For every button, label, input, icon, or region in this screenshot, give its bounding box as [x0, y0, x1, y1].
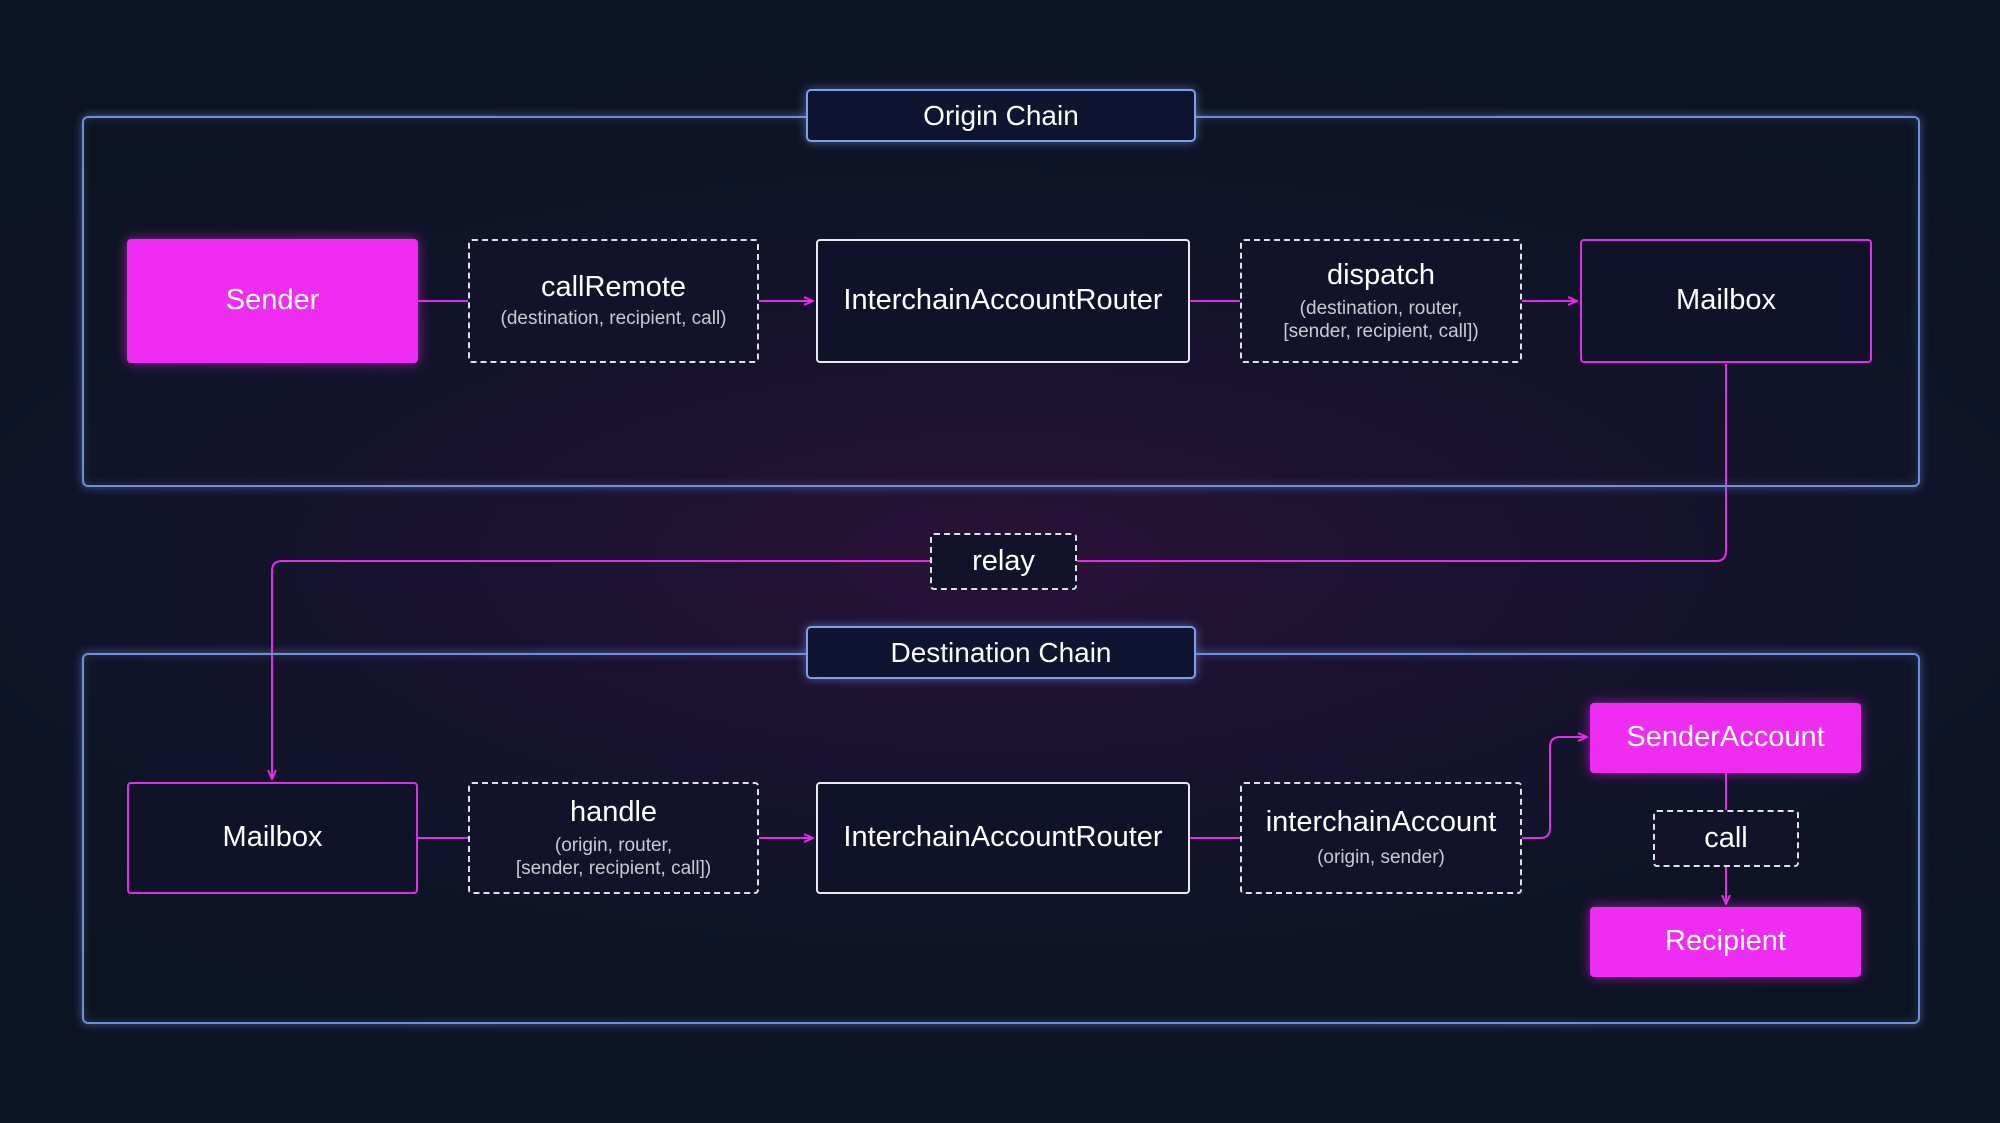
origin-router-node[interactable]: InterchainAccountRouter [816, 239, 1190, 363]
recipient-label: Recipient [1665, 925, 1786, 958]
destination-router-node[interactable]: InterchainAccountRouter [816, 782, 1190, 894]
destination-mailbox-label: Mailbox [222, 821, 323, 854]
recipient-node[interactable]: Recipient [1590, 907, 1861, 977]
edge-mailbox-relay [1077, 364, 1727, 562]
handle-label: handle [569, 795, 658, 828]
origin-mailbox-node[interactable]: Mailbox [1580, 239, 1872, 363]
origin-chain-title: Origin Chain [806, 89, 1196, 142]
handle-args-line2: [sender, recipient, call]) [515, 857, 712, 879]
callremote-label: callRemote [540, 270, 687, 303]
senderaccount-label: SenderAccount [1626, 721, 1825, 754]
dispatch-args-line1: (destination, router, [1299, 297, 1463, 319]
interchainaccount-node[interactable]: interchainAccount (origin, sender) [1240, 782, 1522, 894]
callremote-node[interactable]: callRemote (destination, recipient, call… [468, 239, 759, 363]
interchainaccount-args: (origin, sender) [1317, 847, 1445, 869]
destination-router-label: InterchainAccountRouter [843, 821, 1163, 854]
handle-node[interactable]: handle (origin, router, [sender, recipie… [468, 782, 759, 894]
destination-chain-title: Destination Chain [806, 626, 1196, 679]
origin-mailbox-label: Mailbox [1676, 284, 1776, 317]
dispatch-label: dispatch [1326, 258, 1435, 291]
call-node[interactable]: call [1653, 810, 1799, 867]
relay-node[interactable]: relay [930, 533, 1077, 590]
call-label: call [1704, 821, 1748, 854]
dispatch-node[interactable]: dispatch (destination, router, [sender, … [1240, 239, 1522, 363]
edge-relay-dest-mailbox [272, 560, 930, 778]
callremote-args: (destination, recipient, call) [500, 308, 727, 330]
dispatch-args-line2: [sender, recipient, call]) [1283, 320, 1479, 342]
relay-label: relay [972, 544, 1035, 577]
destination-mailbox-node[interactable]: Mailbox [127, 782, 418, 894]
sender-label: Sender [225, 284, 320, 317]
interchainaccount-label: interchainAccount [1265, 805, 1497, 838]
edge-interchainaccount-senderaccount [1522, 737, 1586, 839]
handle-args-line1: (origin, router, [554, 834, 673, 856]
origin-router-label: InterchainAccountRouter [843, 284, 1163, 317]
sender-node[interactable]: Sender [127, 239, 418, 363]
senderaccount-node[interactable]: SenderAccount [1590, 703, 1861, 773]
